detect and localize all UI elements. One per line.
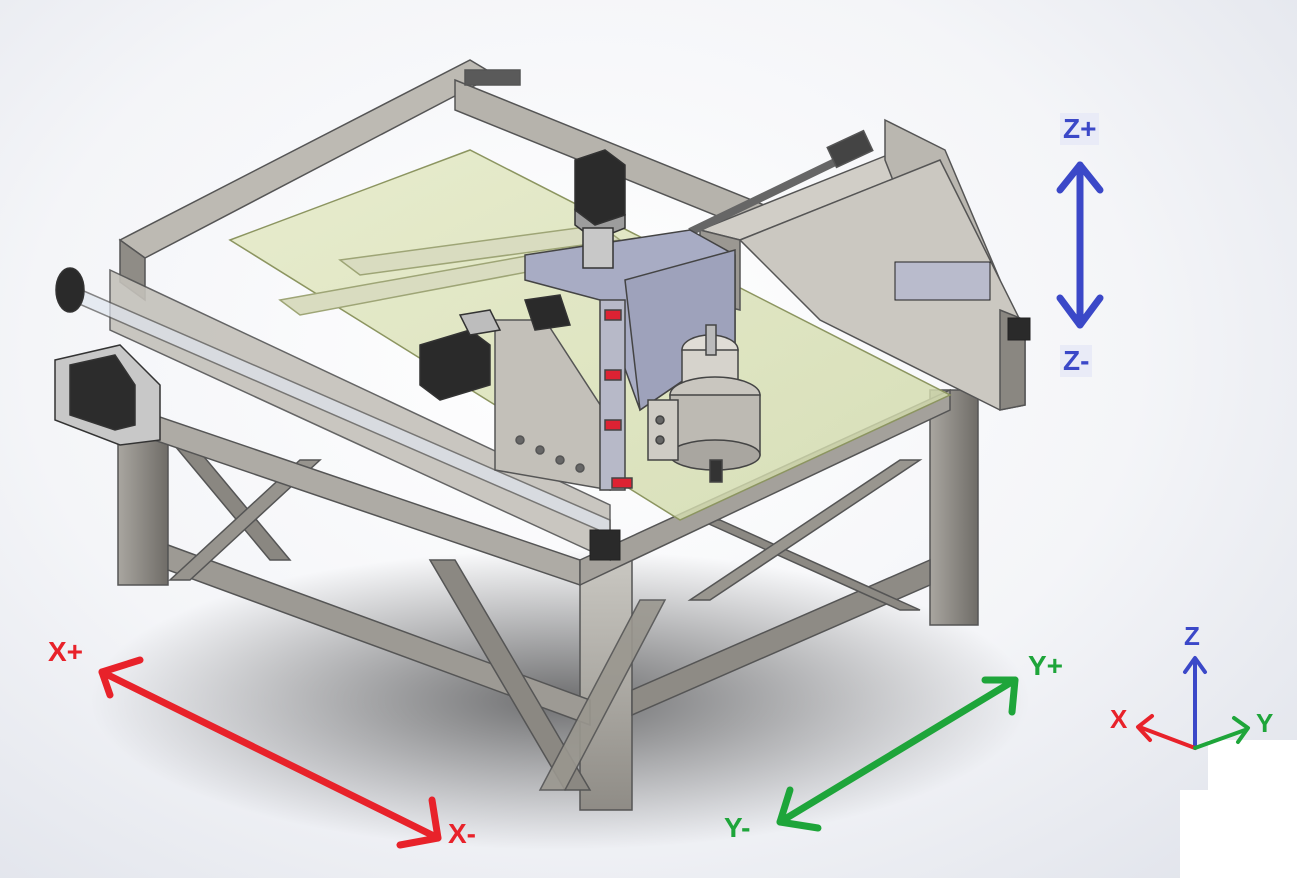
x-stepper-motor bbox=[54, 267, 161, 446]
y-plus-label: Y+ bbox=[1028, 650, 1064, 681]
z-plus-label: Z+ bbox=[1060, 113, 1100, 145]
triad-z-label: Z bbox=[1184, 621, 1200, 651]
y-axis-arrow bbox=[776, 676, 1019, 832]
coordinate-triad bbox=[1136, 656, 1250, 750]
x-minus-label: X- bbox=[448, 818, 476, 849]
z-stepper-motor bbox=[574, 149, 626, 269]
z-minus-label: Z- bbox=[1060, 345, 1093, 377]
y-minus-label: Y- bbox=[724, 812, 751, 843]
triad-x-label: X bbox=[1110, 704, 1128, 734]
base-frame bbox=[117, 389, 979, 811]
y-stepper-motor bbox=[419, 294, 571, 401]
bearing-blocks bbox=[589, 261, 1031, 561]
x-axis-arrow bbox=[98, 656, 442, 849]
corner-background-patch bbox=[1180, 790, 1297, 878]
table-frame bbox=[109, 149, 952, 587]
z-axis-arrow bbox=[1056, 161, 1104, 329]
triad-y-label: Y bbox=[1256, 708, 1274, 738]
x-plus-label: X+ bbox=[48, 636, 84, 667]
x-axis-rail-left bbox=[69, 59, 611, 562]
spindle bbox=[647, 324, 761, 483]
